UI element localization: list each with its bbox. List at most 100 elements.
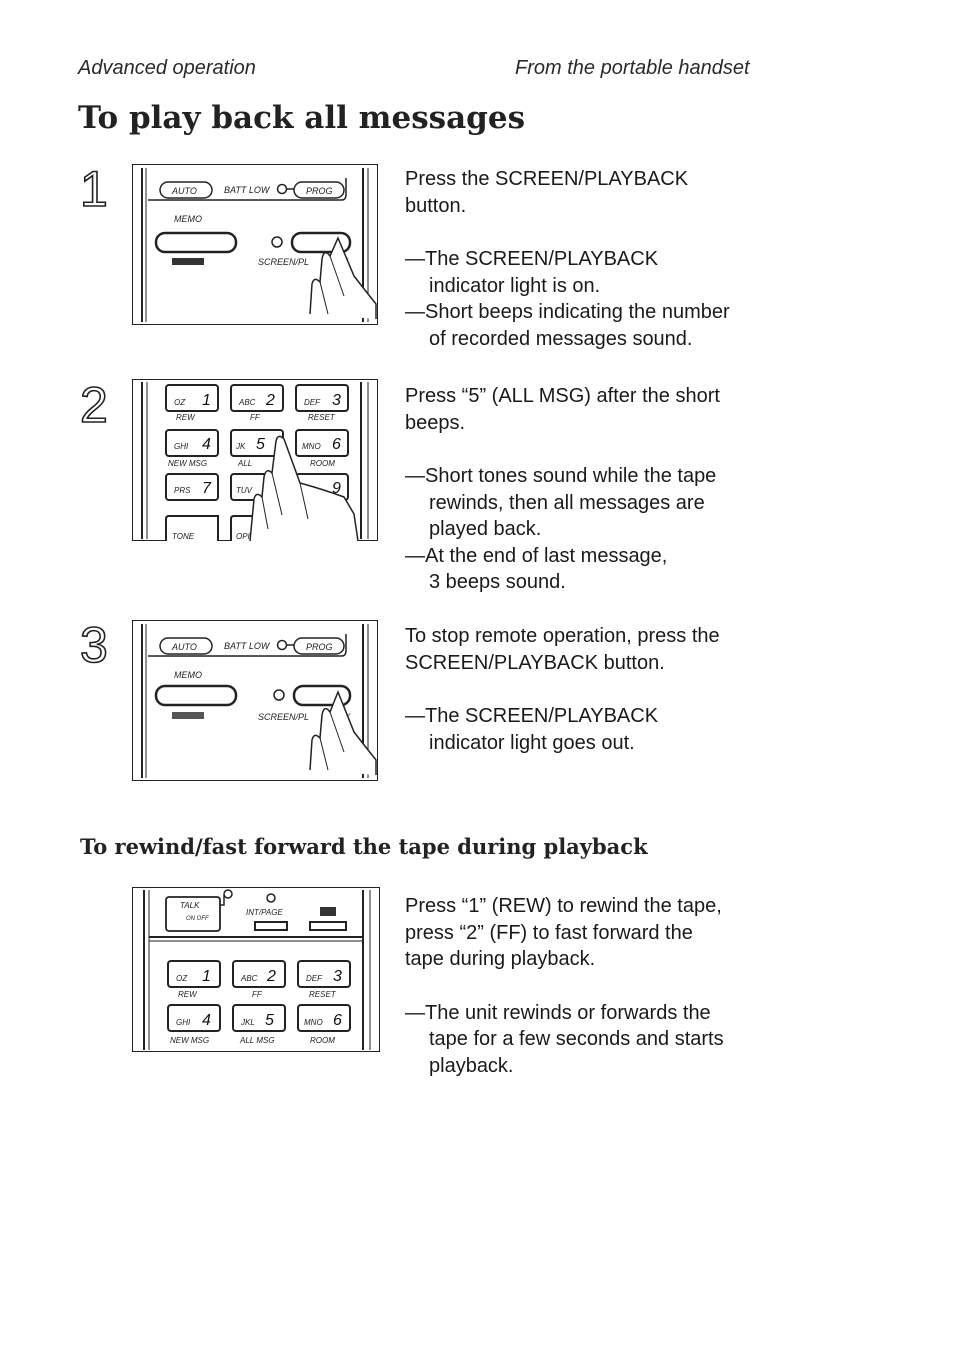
intpage-button[interactable] xyxy=(254,921,288,931)
svg-text:ROOM: ROOM xyxy=(310,459,335,468)
svg-text:TALK: TALK xyxy=(180,901,200,910)
auto-button[interactable] xyxy=(159,181,213,199)
step-2-text: Press “5” (ALL MSG) after the short beep… xyxy=(405,383,720,596)
svg-text:RESET: RESET xyxy=(308,413,336,422)
key-4[interactable] xyxy=(167,1004,221,1032)
svg-text:ROOM: ROOM xyxy=(310,1036,335,1045)
svg-text:JKL: JKL xyxy=(240,1018,255,1027)
step-1-text: Press the SCREEN/PLAYBACK button. —The S… xyxy=(405,166,730,352)
memo-button[interactable] xyxy=(154,684,238,707)
prog-button[interactable] xyxy=(293,181,345,199)
memo-indicator-strip xyxy=(172,712,204,719)
step-3-illustration: AUTO BATT LOW PROG MEMO SCREEN/PL CK xyxy=(132,620,378,781)
svg-text:4: 4 xyxy=(202,1012,211,1029)
svg-text:1: 1 xyxy=(202,968,211,985)
step-2-line-3: —Short tones sound while the tape xyxy=(405,465,717,487)
auto-button[interactable] xyxy=(159,637,213,655)
channel-button[interactable] xyxy=(309,921,347,931)
svg-text:RESET: RESET xyxy=(309,990,337,999)
svg-text:JK: JK xyxy=(235,442,246,451)
pointing-hand-icon xyxy=(309,236,377,319)
svg-text:GHI: GHI xyxy=(176,1018,191,1027)
svg-text:ALL MSG: ALL MSG xyxy=(239,1036,275,1045)
pointing-hand-icon xyxy=(249,435,359,541)
step-3-line-3: —The SCREEN/PLAYBACK xyxy=(405,705,659,727)
screen-playback-indicator xyxy=(273,689,285,701)
section-subtitle: To rewind/fast forward the tape during p… xyxy=(80,834,648,859)
key-2[interactable] xyxy=(230,384,284,412)
step-1-line-2: button. xyxy=(405,194,467,217)
memo-label: MEMO xyxy=(174,214,202,224)
key-4[interactable] xyxy=(165,429,219,457)
svg-text:DEF: DEF xyxy=(304,398,321,407)
batt-low-label: BATT LOW xyxy=(224,185,271,195)
memo-indicator-strip xyxy=(172,258,204,265)
key-1[interactable] xyxy=(165,384,219,412)
step-3-line-4: indicator light goes out. xyxy=(429,731,635,754)
batt-low-indicator xyxy=(276,639,288,651)
step-1-line-6: of recorded messages sound. xyxy=(429,327,693,350)
step-2-line-7: 3 beeps sound. xyxy=(429,571,566,593)
talk-indicator xyxy=(223,889,233,899)
key-6[interactable] xyxy=(297,1004,351,1032)
rewind-line-6: playback. xyxy=(429,1054,514,1077)
svg-text:REW: REW xyxy=(176,413,196,422)
key-6[interactable] xyxy=(295,429,349,457)
step-3-number: 3 xyxy=(79,616,108,674)
page-title: To play back all messages xyxy=(78,100,526,136)
batt-low-label: BATT LOW xyxy=(224,641,271,651)
svg-text:OPI: OPI xyxy=(236,532,251,541)
step-2-line-1: Press “5” (ALL MSG) after the short xyxy=(405,385,720,407)
step-1-illustration: AUTO BATT LOW PROG MEMO SCREEN/PL CK xyxy=(132,164,378,325)
svg-text:NEW MSG: NEW MSG xyxy=(170,1036,209,1045)
svg-text:REW: REW xyxy=(178,990,198,999)
handset-panel-press-screen-playback-stop: AUTO BATT LOW PROG MEMO SCREEN/PL CK xyxy=(132,620,378,781)
key-7[interactable] xyxy=(165,473,219,501)
intpage-indicator xyxy=(266,893,276,903)
prog-button[interactable] xyxy=(293,637,345,655)
header-chapter-label: From the portable handset xyxy=(515,57,750,79)
key-3[interactable] xyxy=(297,960,351,988)
batt-low-indicator xyxy=(276,183,288,195)
step-3-line-2: SCREEN/PLAYBACK button. xyxy=(405,651,665,674)
talk-button[interactable] xyxy=(165,896,221,932)
step-1-line-3: —The SCREEN/PLAYBACK xyxy=(405,248,659,270)
svg-text:ALL: ALL xyxy=(237,459,252,468)
svg-text:6: 6 xyxy=(333,1012,342,1029)
step-1-number: 1 xyxy=(79,160,108,218)
svg-text:1: 1 xyxy=(202,392,211,409)
rewind-line-5: tape for a few seconds and starts xyxy=(429,1028,724,1050)
key-1[interactable] xyxy=(167,960,221,988)
svg-text:ON OFF: ON OFF xyxy=(186,916,209,922)
svg-text:3: 3 xyxy=(333,968,342,985)
rewind-line-4: —The unit rewinds or forwards the xyxy=(405,1001,711,1024)
svg-text:TUV: TUV xyxy=(236,486,253,495)
svg-text:MNO: MNO xyxy=(304,1018,323,1027)
svg-text:4: 4 xyxy=(202,436,211,453)
step-3-line-1: To stop remote operation, press the xyxy=(405,625,720,647)
svg-text:PRS: PRS xyxy=(174,486,191,495)
rewind-line-1: Press “1” (REW) to rewind the tape, xyxy=(405,895,722,917)
step-2-line-5: played back. xyxy=(429,518,542,540)
keypad-rewind-fast-forward: TALK ON OFF INT/PAGE OZ 1 REW ABC 2 FF D… xyxy=(132,887,380,1052)
screen-playback-indicator xyxy=(271,236,283,248)
key-3[interactable] xyxy=(295,384,349,412)
svg-text:5: 5 xyxy=(256,436,265,453)
key-5[interactable] xyxy=(232,1004,286,1032)
step-2-number: 2 xyxy=(79,376,108,434)
step-2-line-2: beeps. xyxy=(405,411,466,434)
step-1-line-5: —Short beeps indicating the number xyxy=(405,301,730,323)
auto-label: AUTO xyxy=(171,642,197,652)
svg-text:ABC: ABC xyxy=(240,974,258,983)
svg-text:MNO: MNO xyxy=(302,442,321,451)
step-1-line-4: indicator light is on. xyxy=(429,274,601,297)
step-2-line-4: rewinds, then all messages are xyxy=(429,491,705,514)
channel-indicator xyxy=(320,907,336,916)
key-star[interactable] xyxy=(165,515,219,541)
header-section-label: Advanced operation xyxy=(78,57,256,79)
svg-text:7: 7 xyxy=(202,480,212,497)
key-2[interactable] xyxy=(232,960,286,988)
svg-text:5: 5 xyxy=(265,1012,274,1029)
step-2-line-6: —At the end of last message, xyxy=(405,544,668,567)
memo-button[interactable] xyxy=(154,231,238,254)
